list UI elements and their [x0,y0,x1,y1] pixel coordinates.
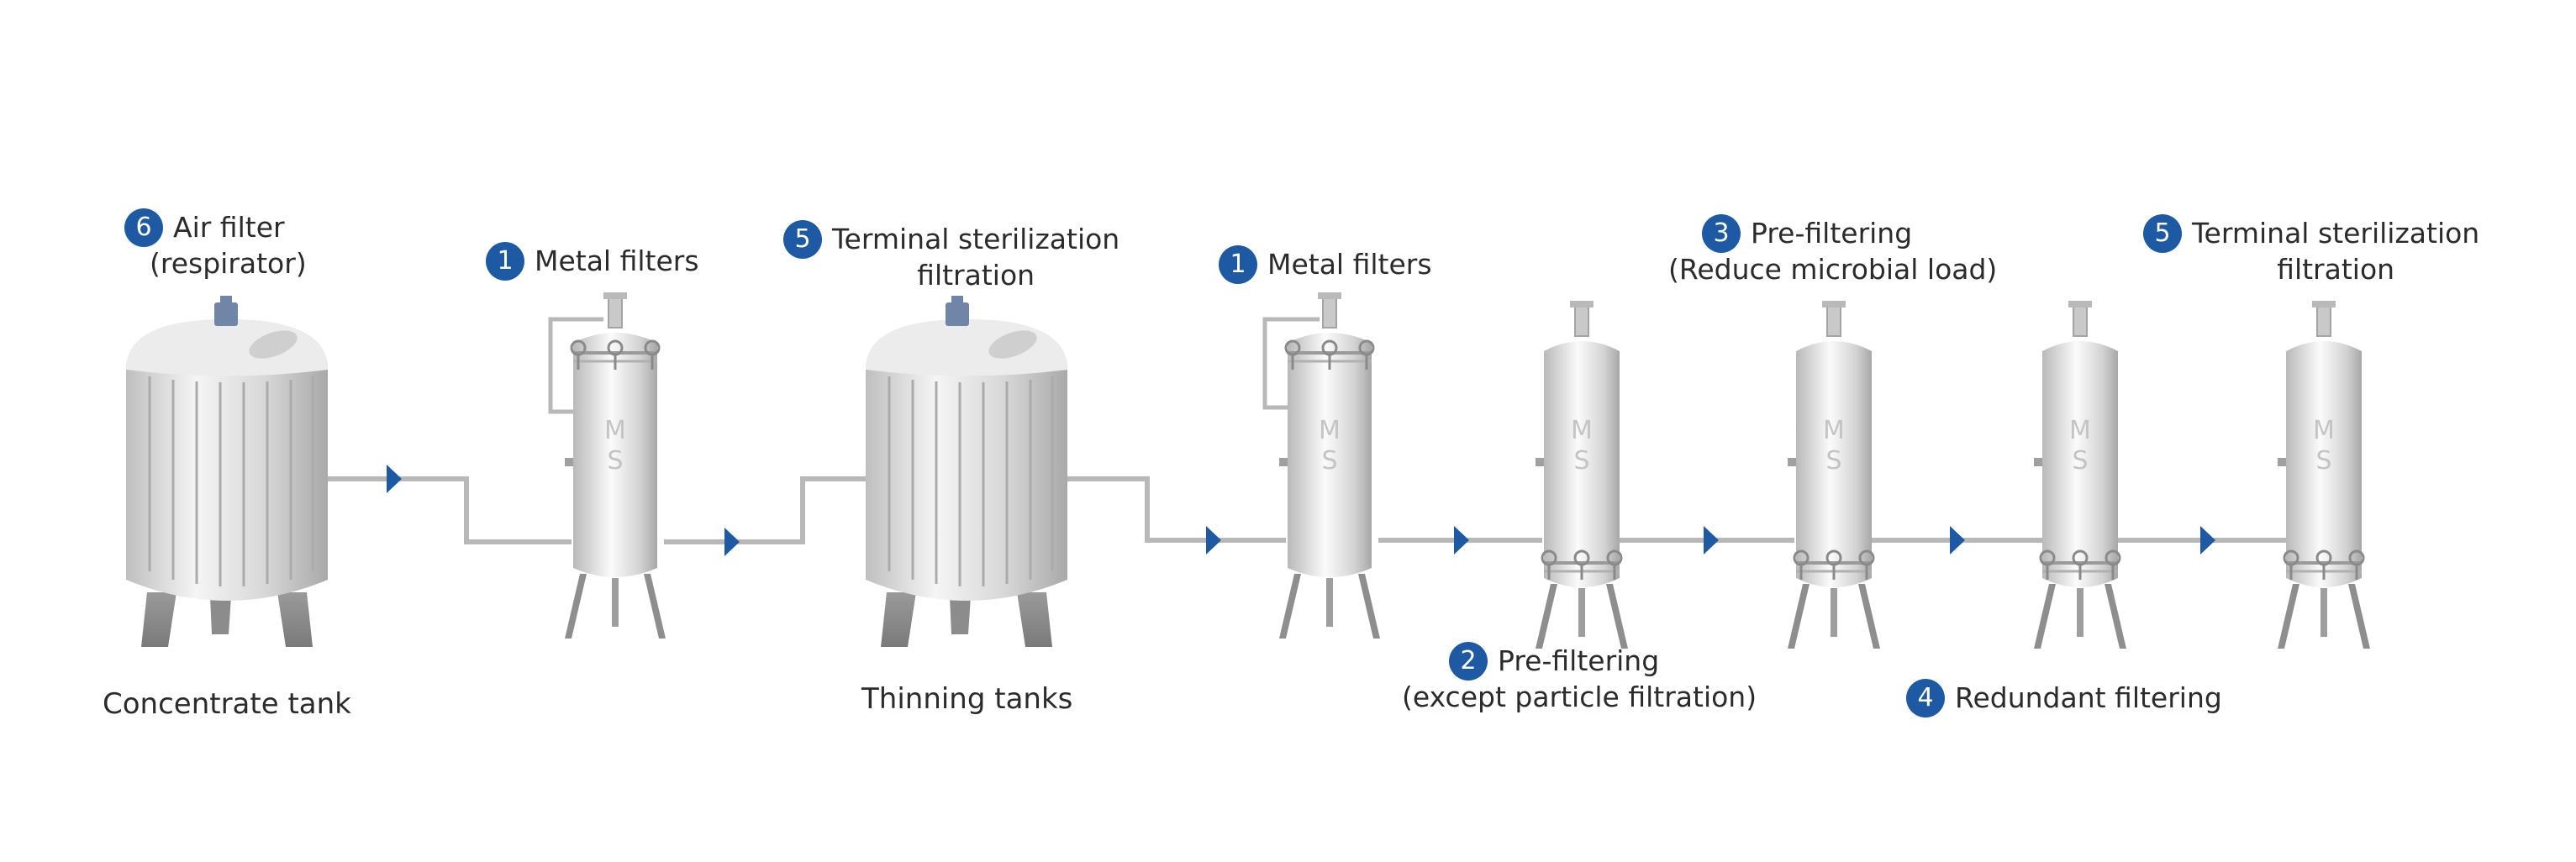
housing-mark: M [2313,416,2335,445]
flow-arrows [387,465,2215,556]
housing-mark: S [1573,446,1589,476]
housing-mark: S [1321,446,1337,476]
concentrate-tank [126,296,328,647]
flow-arrow-icon [1704,526,1719,555]
pipe-1 [319,476,572,544]
housing-mark: S [607,446,623,476]
flow-arrow-icon [1454,526,1469,555]
vent-pipe-2 [1262,317,1320,410]
flow-arrow-icon [724,528,740,556]
step-badge-icon: 1 [1219,245,1257,284]
step-badge-icon: 6 [124,208,163,247]
housing-mark: M [1319,416,1341,445]
step-badge-icon: 2 [1449,642,1488,681]
step-badge-icon: 5 [783,220,822,259]
filter-housing-4: MS [1788,301,1880,649]
step-badge-icon: 3 [1702,214,1741,253]
housing-mark: S [1825,446,1841,476]
caption-thinning-tanks: Thinning tanks [861,682,1073,716]
flow-arrow-icon [2200,526,2215,555]
filter-housing-6: MS [2278,301,2370,649]
filter-housing-5: MS [2034,301,2126,649]
housing-mark: S [2072,446,2088,476]
pipe-3 [1061,476,1286,543]
step-badge-icon: 1 [486,242,524,281]
step-badge-icon: 5 [2143,214,2182,253]
caption-concentrate-tank: Concentrate tank [103,687,351,721]
flow-arrow-icon [1950,526,1965,555]
thinning-tank [866,296,1067,647]
step-badge-icon: 4 [1906,679,1945,717]
flow-arrow-icon [1206,526,1221,555]
vent-pipe-1 [548,317,603,414]
housing-mark: M [2069,416,2091,445]
housing-mark: M [1571,416,1593,445]
housing-mark: M [604,416,626,445]
flow-arrow-icon [387,465,402,493]
filter-housing-2: MS [1279,292,1380,639]
housing-mark: M [1823,416,1845,445]
housing-mark: S [2315,446,2331,476]
filter-housing-3: MS [1536,301,1628,649]
filter-housing-1: MS [565,292,666,639]
pipe-2 [664,476,870,544]
